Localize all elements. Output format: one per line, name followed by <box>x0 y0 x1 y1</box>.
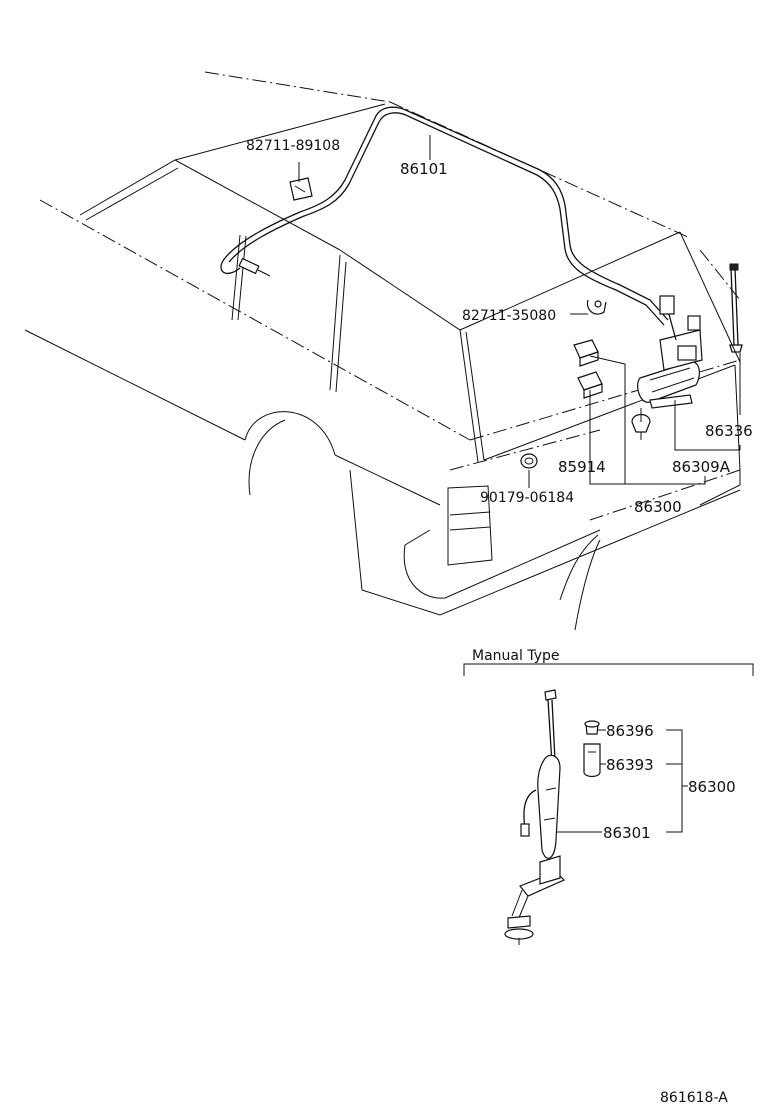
clip-82711-89108 <box>289 177 313 201</box>
label-86101: 86101 <box>400 160 448 178</box>
vehicle-outline <box>24 71 741 631</box>
grommet-90179-06184 <box>520 453 538 469</box>
power-antenna-assembly <box>631 263 743 440</box>
label-86309A: 86309A <box>672 458 731 476</box>
antenna-cable <box>220 106 669 326</box>
label-82711-89108: 82711-89108 <box>246 138 340 154</box>
clip-82711-35080 <box>586 299 607 315</box>
relay-85914 <box>573 339 603 399</box>
label-86300-main: 86300 <box>634 498 682 516</box>
manual-type-section <box>463 663 754 945</box>
part-labels: 82711-89108 86101 82711-35080 86336 8591… <box>246 138 753 1106</box>
label-86393: 86393 <box>606 756 654 774</box>
label-86336: 86336 <box>705 422 753 440</box>
label-86396: 86396 <box>606 722 654 740</box>
label-82711-35080: 82711-35080 <box>462 308 556 324</box>
label-86300-manual: 86300 <box>688 778 736 796</box>
label-90179-06184: 90179-06184 <box>480 490 574 506</box>
leader-lines-top <box>298 135 741 488</box>
label-85914: 85914 <box>558 458 606 476</box>
section-title-manual-type: Manual Type <box>472 648 559 664</box>
label-86301: 86301 <box>603 824 651 842</box>
figure-code: 861618-A <box>660 1090 728 1106</box>
